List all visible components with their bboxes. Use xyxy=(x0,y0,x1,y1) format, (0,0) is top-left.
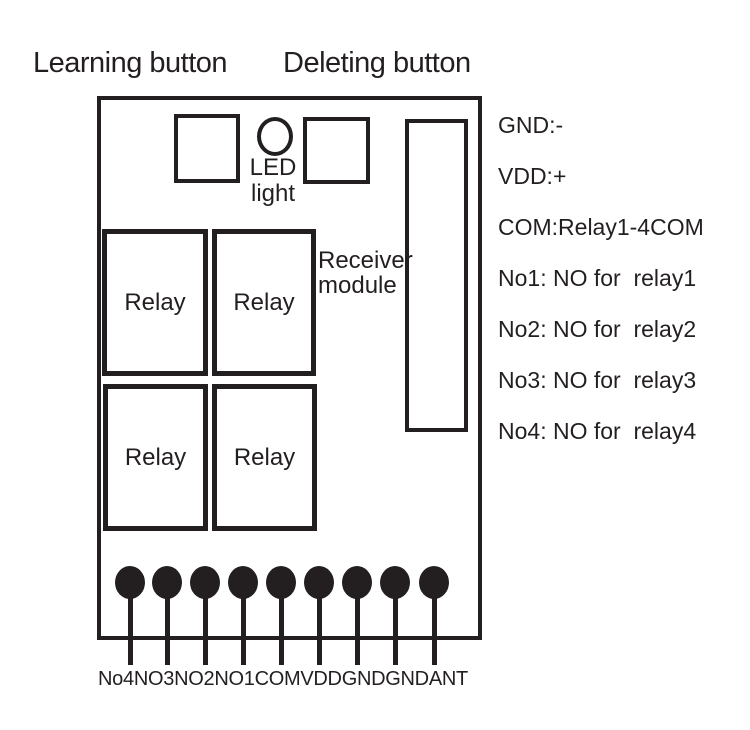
pin-label-no2: NO2 xyxy=(174,668,215,690)
pin-lead-line xyxy=(127,582,133,665)
led-light-label: LED light xyxy=(240,155,306,207)
pin-lead-line xyxy=(392,582,398,665)
relay-box-4: Relay xyxy=(212,384,317,531)
pinout-legend: GND:- VDD:+ COM:Relay1-4COM No1: NO for … xyxy=(498,100,704,457)
receiver-label-line1: Receiver xyxy=(318,247,413,274)
relay-label: Relay xyxy=(233,443,296,471)
legend-gnd: GND:- xyxy=(498,112,564,138)
pin-label-no1: NO1 xyxy=(214,668,255,690)
pin-label-vdd: VDD xyxy=(300,668,342,690)
pin-label-com: COM xyxy=(254,668,301,690)
pin-labels-row: No4 NO3 NO2 NO1 COM VDD GND GND ANT xyxy=(98,668,468,691)
pin-lead-line xyxy=(278,582,284,665)
legend-com: COM:Relay1-4COM xyxy=(498,214,704,240)
relay-box-2: Relay xyxy=(212,229,316,376)
pin-label-no3: NO3 xyxy=(133,668,175,690)
relay-box-1: Relay xyxy=(102,229,208,376)
legend-no1: No1: NO for relay1 xyxy=(498,265,697,291)
relay-label: Relay xyxy=(124,288,186,316)
pin-lead-line xyxy=(240,582,246,665)
relay-label: Relay xyxy=(124,443,187,471)
legend-vdd: VDD:+ xyxy=(498,163,567,189)
pin-label-ant: ANT xyxy=(428,668,468,690)
relay-label: Relay xyxy=(233,288,295,316)
learning-button-square xyxy=(174,114,240,183)
relay-box-3: Relay xyxy=(103,384,208,531)
led-label-line1: LED xyxy=(249,154,297,181)
legend-no3: No3: NO for relay3 xyxy=(498,367,697,393)
pin-lead-line xyxy=(316,582,322,665)
pin-lead-line xyxy=(202,582,208,665)
legend-no4: No4: NO for relay4 xyxy=(498,418,697,444)
learning-button-label: Learning button xyxy=(33,47,228,79)
pin-label-gnd2: GND xyxy=(385,668,429,690)
pin-lead-line xyxy=(431,582,437,665)
pin-label-gnd1: GND xyxy=(341,668,386,690)
legend-no2: No2: NO for relay2 xyxy=(498,316,697,342)
led-label-line2: light xyxy=(250,180,296,207)
deleting-button-square xyxy=(303,117,370,184)
pin-lead-line xyxy=(354,582,360,665)
pin-label-no4: No4 xyxy=(98,668,134,690)
board-outline xyxy=(97,96,482,640)
receiver-module-box xyxy=(405,119,468,432)
deleting-button-label: Deleting button xyxy=(283,47,471,79)
receiver-module-label: Receiver module xyxy=(318,248,413,298)
led-circle-icon xyxy=(257,117,293,156)
receiver-label-line2: module xyxy=(318,272,397,299)
pin-lead-line xyxy=(164,582,170,665)
